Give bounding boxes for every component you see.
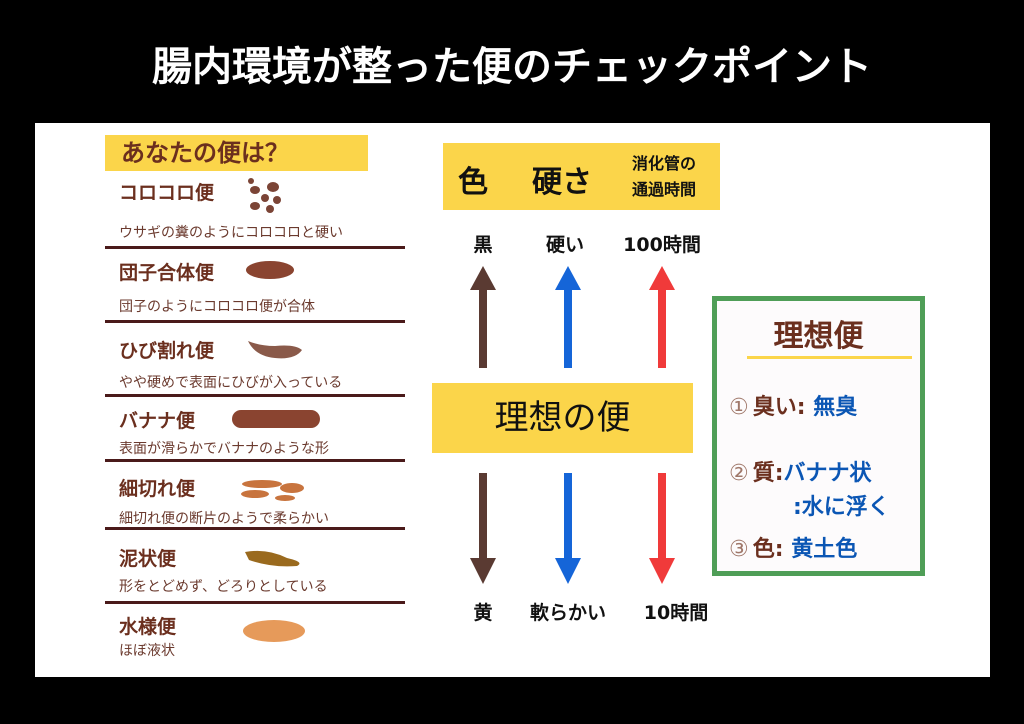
stool-name: コロコロ便 [119, 182, 215, 204]
ideal-box-title: 理想便 [773, 319, 864, 354]
page-title: 腸内環境が整った便のチェックポイント [152, 44, 872, 90]
arrow-up-color [470, 266, 496, 368]
stool-desc: やや硬めで表面にひびが入っている [119, 375, 343, 391]
stool-name: バナナ便 [119, 410, 196, 432]
lumpy-stool-icon [246, 261, 294, 279]
bottom-color-label: 黄 [473, 602, 493, 624]
divider [105, 459, 405, 462]
pellet-stool-icon [248, 178, 281, 213]
header-transit-2: 通過時間 [632, 180, 697, 199]
cracked-stool-icon [248, 341, 302, 359]
header-hardness: 硬さ [532, 165, 592, 200]
arrow-up-transit [649, 266, 675, 368]
arrow-down-color [470, 473, 496, 584]
stool-desc: ほぼ液状 [119, 643, 175, 659]
criteria-row-continued: :水に浮く [793, 495, 890, 520]
stool-desc: 形をとどめず、どろりとしている [119, 579, 328, 595]
question-heading: あなたの便は？ [105, 135, 368, 171]
stool-name: 泥状便 [119, 548, 177, 570]
header-transit-1: 消化管の [632, 154, 697, 173]
header-color: 色 [458, 165, 488, 200]
divider [105, 394, 405, 397]
title-underline [747, 356, 912, 359]
stool-desc: 団子のようにコロコロ便が合体 [119, 299, 315, 315]
arrows [470, 266, 675, 584]
top-hardness-label: 硬い [545, 234, 584, 256]
stool-name: ひび割れ便 [119, 340, 215, 362]
divider [105, 246, 405, 249]
stool-desc: 細切れ便の断片のようで柔らかい [119, 511, 329, 527]
mushy-stool-icon [241, 480, 304, 501]
banana-stool-icon [232, 410, 320, 428]
bottom-transit-label: 10時間 [643, 602, 709, 624]
arrow-down-transit [649, 473, 675, 584]
watery-stool-icon [243, 620, 305, 642]
criteria-header [443, 143, 720, 210]
stool-desc: 表面が滑らかでバナナのような形 [119, 441, 329, 457]
arrow-down-hardness [555, 473, 581, 584]
stool-name: 細切れ便 [119, 478, 196, 500]
top-transit-label: 100時間 [623, 234, 701, 256]
stool-desc: ウサギの糞のようにコロコロと硬い [119, 225, 343, 241]
arrow-up-hardness [555, 266, 581, 368]
bottom-hardness-label: 軟らかい [529, 602, 606, 624]
divider [105, 320, 405, 323]
ideal-stool-label: 理想の便 [432, 383, 693, 453]
divider [105, 527, 405, 530]
stool-name: 水様便 [119, 616, 177, 638]
stool-name: 団子合体便 [119, 262, 215, 284]
muddy-stool-icon [245, 550, 300, 567]
divider [105, 601, 405, 604]
top-color-label: 黒 [473, 234, 493, 256]
